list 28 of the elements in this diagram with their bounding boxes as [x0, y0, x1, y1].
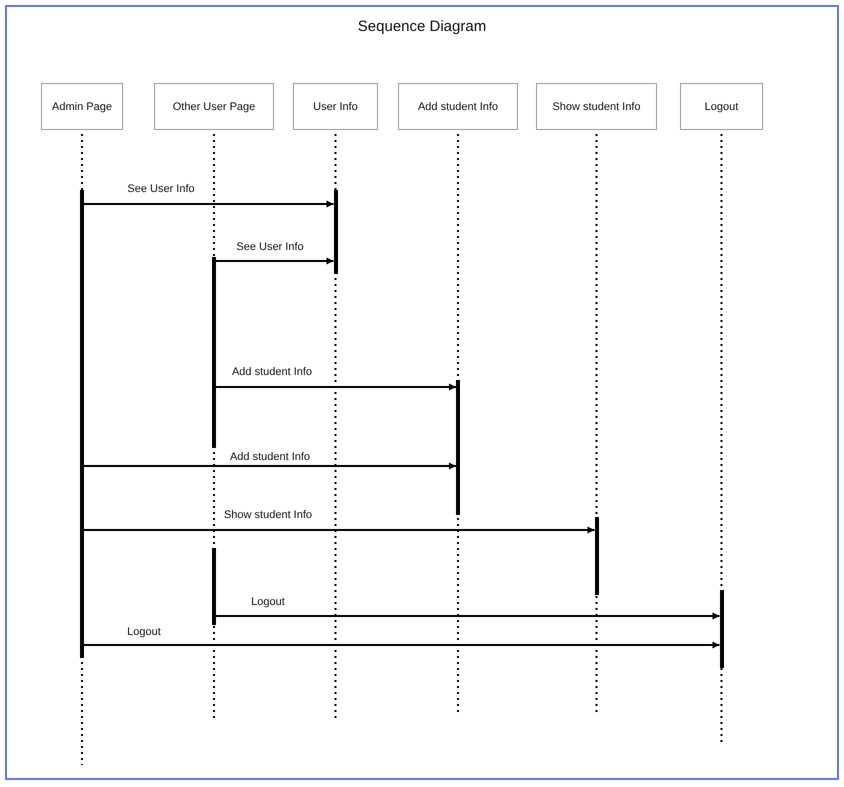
message-arrow	[216, 384, 456, 390]
message-label: See User Info	[235, 241, 305, 253]
message-arrow	[84, 200, 334, 208]
message-label: Add student Info	[230, 366, 314, 378]
message-arrow	[84, 462, 456, 470]
activation-bar	[212, 548, 216, 625]
activation-bar	[456, 380, 460, 515]
message-label: Logout	[126, 626, 162, 638]
participant-box: Logout	[680, 83, 763, 130]
message-label: Add student Info	[228, 451, 312, 463]
message-label: Show student Info	[222, 509, 314, 521]
message-label: Logout	[250, 596, 286, 608]
activation-bar	[720, 590, 724, 668]
message-arrow	[216, 612, 720, 620]
participant-box: Add student Info	[398, 83, 518, 130]
participant-box: Show student Info	[536, 83, 657, 130]
message-arrow	[84, 642, 720, 648]
participant-box: Other User Page	[154, 83, 274, 130]
activation-bar	[334, 190, 338, 274]
participant-box: Admin Page	[41, 83, 123, 130]
diagram-title: Sequence Diagram	[356, 18, 488, 35]
activation-bar	[594, 517, 598, 595]
message-arrow	[216, 258, 334, 264]
participant-box: User Info	[293, 83, 378, 130]
activation-bar	[80, 190, 84, 658]
message-arrow	[84, 526, 594, 534]
activation-bar	[212, 257, 216, 448]
message-label: See User Info	[126, 183, 196, 195]
